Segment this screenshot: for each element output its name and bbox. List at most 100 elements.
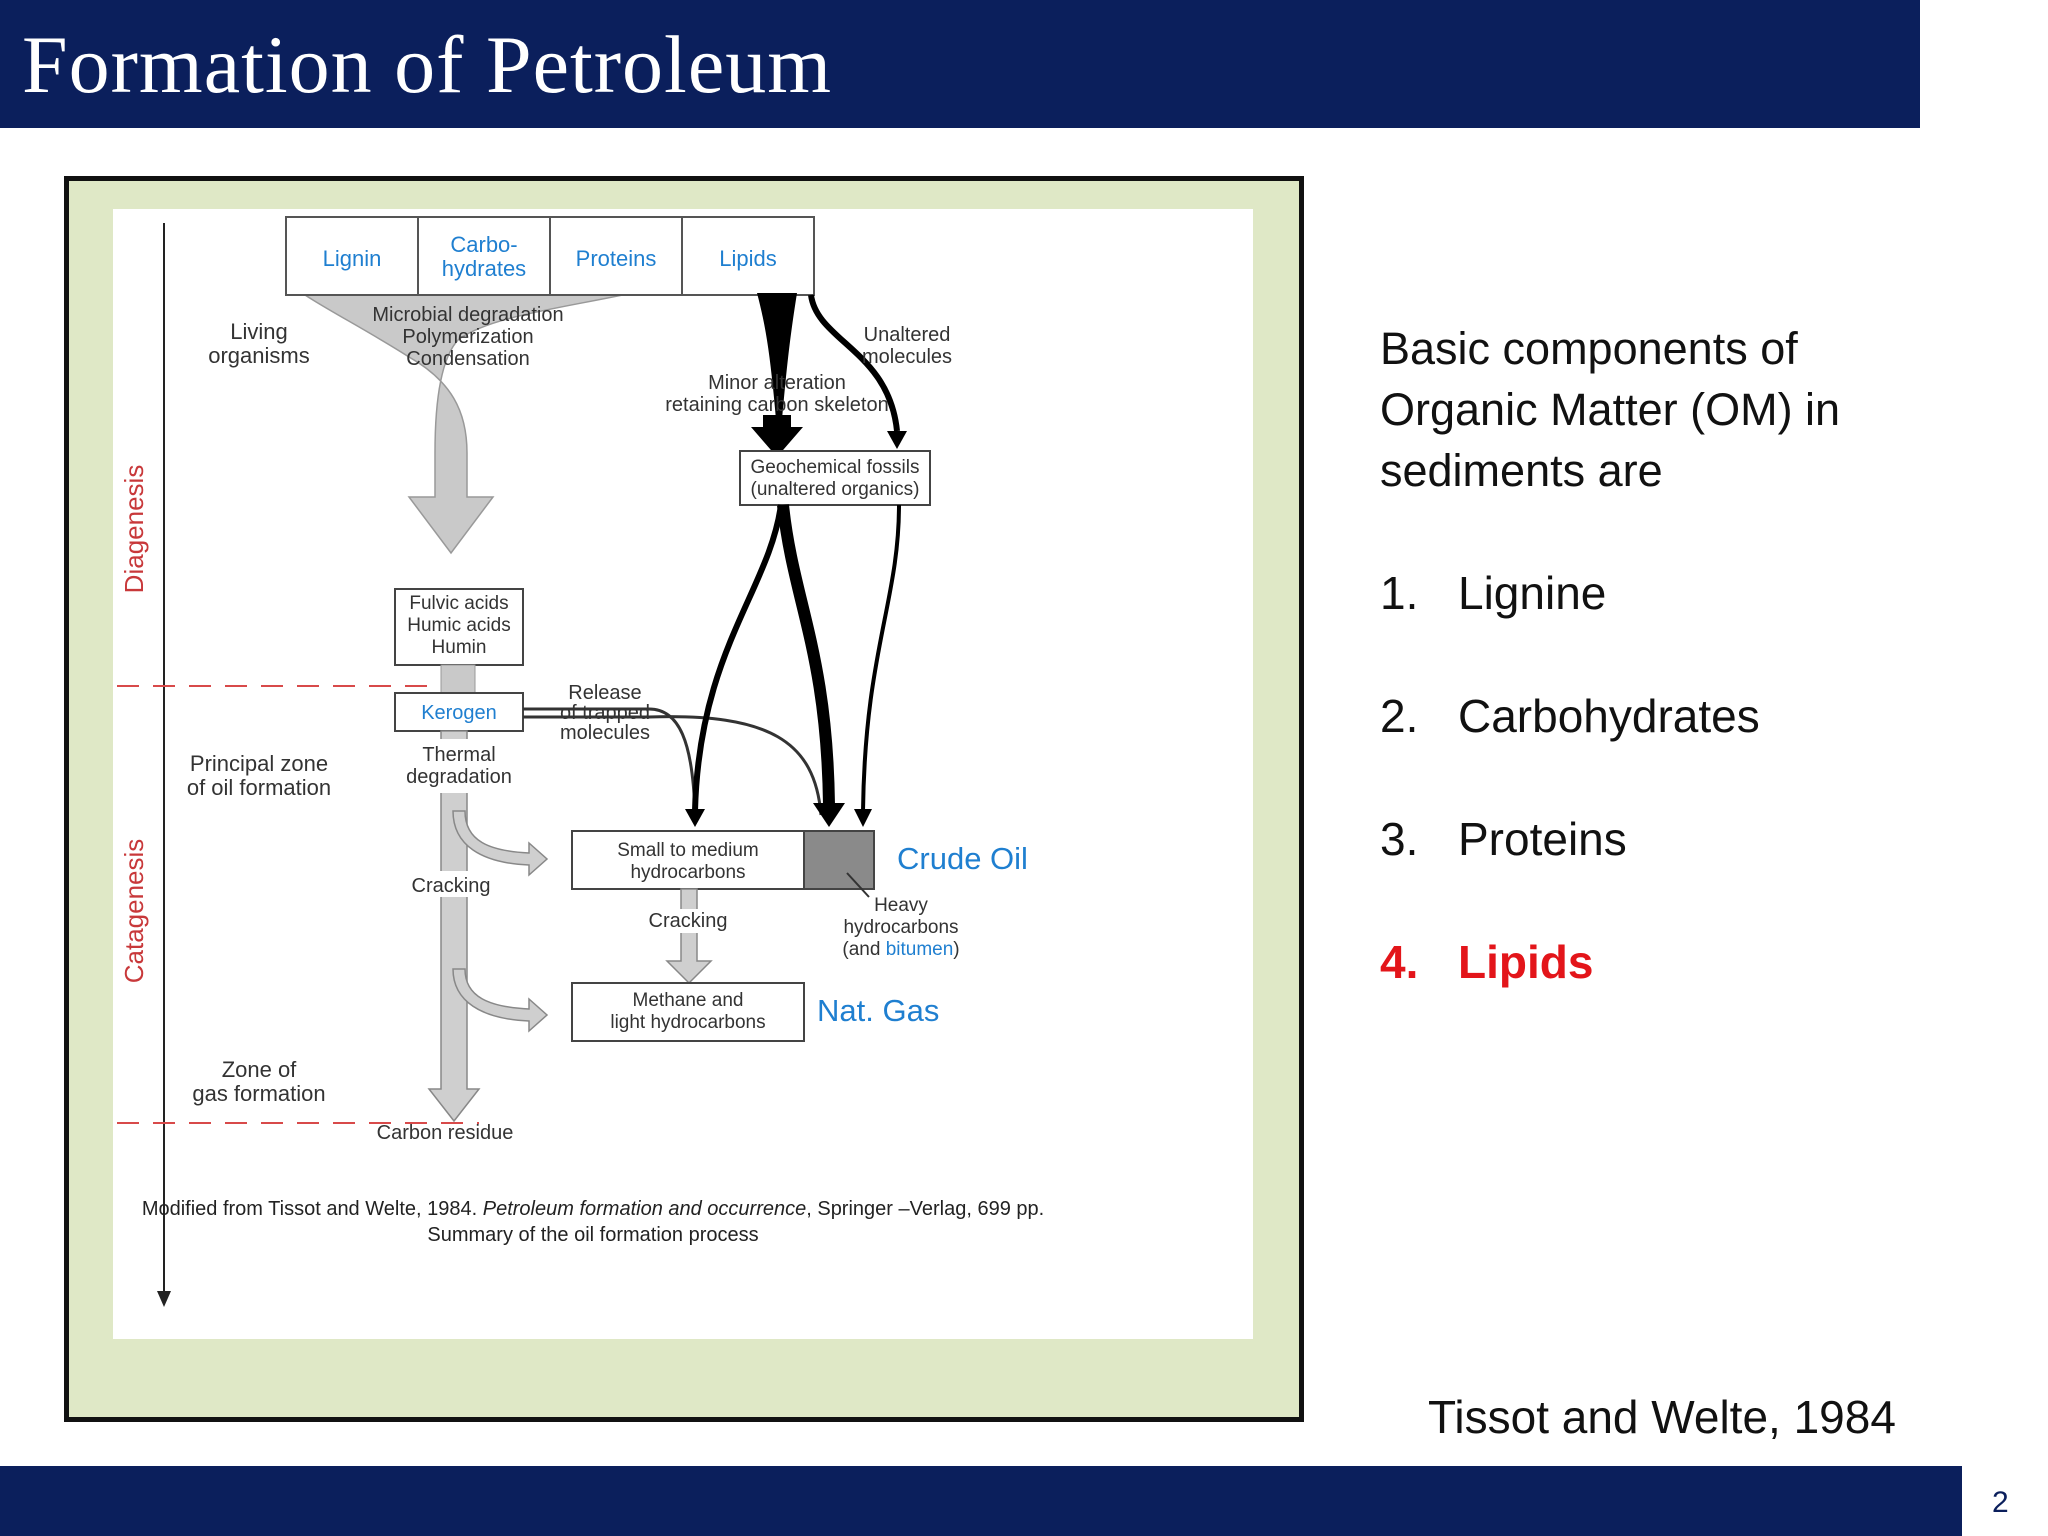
component-number: 1. xyxy=(1380,567,1419,619)
caption-line-2: Summary of the oil formation process xyxy=(427,1224,758,1246)
label-minor-alteration-2: retaining carbon skeleton xyxy=(665,394,888,416)
label-oil-zone-1: Principal zone xyxy=(190,751,328,776)
label-cracking-small: Cracking xyxy=(649,910,728,932)
time-axis-arrowhead xyxy=(157,1291,171,1307)
stage-label-diagenesis: Diagenesis xyxy=(119,465,149,594)
formation-diagram: Diagenesis Catagenesis Living organisms … xyxy=(113,209,1253,1339)
component-proteins: Proteins xyxy=(576,246,657,271)
label-methane-2: light hydrocarbons xyxy=(610,1012,765,1033)
component-number: 3. xyxy=(1380,813,1419,865)
label-humin: Humin xyxy=(432,637,487,658)
component-item-lipids: 4. Lipids xyxy=(1380,934,1920,990)
fossils-to-heavy-hc-curve xyxy=(777,504,835,806)
title-bar: Formation of Petroleum xyxy=(0,0,1920,128)
fossils-to-small-hc-arrowhead xyxy=(685,809,705,827)
cracking-small-label-bg xyxy=(647,909,729,933)
label-minor-alteration-1: Minor alteration xyxy=(708,372,846,394)
unaltered-molecules-arrowhead xyxy=(887,431,907,449)
label-carbon-residue: Carbon residue xyxy=(377,1122,514,1144)
intro-line-1: Basic components of xyxy=(1380,323,1798,374)
label-unaltered-2: molecules xyxy=(862,346,952,368)
label-humic-acids: Humic acids xyxy=(407,615,510,636)
petroleum-formation-figure: Diagenesis Catagenesis Living organisms … xyxy=(64,176,1304,1422)
label-gas-zone-2: gas formation xyxy=(192,1081,325,1106)
label-release-1: Release xyxy=(568,682,641,704)
component-item-carbohydrates: 2. Carbohydrates xyxy=(1380,688,1920,744)
label-unaltered-1: Unaltered xyxy=(864,324,951,346)
component-number: 2. xyxy=(1380,690,1419,742)
component-label: Proteins xyxy=(1458,813,1627,865)
label-crude-oil: Crude Oil xyxy=(897,841,1028,876)
components-list-panel: Basic components of Organic Matter (OM) … xyxy=(1380,318,1920,1057)
label-oil-zone-2: of oil formation xyxy=(187,775,331,800)
box-methane-light-hydrocarbons xyxy=(571,982,805,1042)
caption-line-1-italic: Petroleum formation and occurrence xyxy=(483,1198,807,1220)
intro-line-2: Organic Matter (OM) in xyxy=(1380,384,1841,435)
cracking-small-arrow xyxy=(665,888,713,985)
box-kerogen xyxy=(394,692,524,732)
oil-branch-arrow xyxy=(452,810,549,877)
label-nat-gas: Nat. Gas xyxy=(817,993,939,1028)
gas-branch-arrow xyxy=(452,968,549,1033)
release-curve-2 xyxy=(523,715,823,816)
label-kerogen: Kerogen xyxy=(421,702,497,724)
fossils-to-heavy-hc-arrowhead xyxy=(813,803,845,827)
label-polymerization: Polymerization xyxy=(402,326,533,348)
diagram-background xyxy=(113,209,1253,1339)
component-carbo: Carbo- xyxy=(450,232,517,257)
component-number: 4. xyxy=(1380,936,1419,988)
label-geofossils-2: (unaltered organics) xyxy=(751,479,920,500)
label-thermal-2: degradation xyxy=(406,766,512,788)
component-label: Lipids xyxy=(1458,936,1594,988)
heavy-hc-leader-line xyxy=(846,872,870,898)
label-heavy-3: (and bitumen) xyxy=(842,939,959,960)
label-bitumen: bitumen xyxy=(886,939,954,960)
humic-to-kerogen-column xyxy=(440,664,476,694)
label-condensation: Condensation xyxy=(406,348,529,370)
intro-text: Basic components of Organic Matter (OM) … xyxy=(1380,318,1920,501)
cracking-label-bg xyxy=(409,871,497,897)
box-small-medium-hydrocarbons xyxy=(571,830,805,890)
stage-label-catagenesis: Catagenesis xyxy=(119,839,149,984)
caption-line-1-post: , Springer –Verlag, 699 pp. xyxy=(806,1198,1044,1220)
label-heavy-2: hydrocarbons xyxy=(843,917,958,938)
component-hydrates: hydrates xyxy=(442,256,526,281)
label-small-hc-2: hydrocarbons xyxy=(630,862,745,883)
label-heavy-3-pre: (and xyxy=(842,939,885,960)
label-release-2: of trapped xyxy=(560,702,650,724)
component-lipids: Lipids xyxy=(719,246,776,271)
slide-title: Formation of Petroleum xyxy=(22,19,833,110)
component-item-lignine: 1. Lignine xyxy=(1380,565,1920,621)
minor-alteration-band xyxy=(757,293,797,443)
minor-alteration-arrowhead xyxy=(751,415,803,457)
label-release-3: molecules xyxy=(560,722,650,744)
label-living-2: organisms xyxy=(208,343,309,368)
footer-bar xyxy=(0,1466,1962,1536)
label-living-1: Living xyxy=(230,319,287,344)
component-box-lignin xyxy=(285,216,419,296)
component-box-carbohydrates xyxy=(417,216,551,296)
label-small-hc-1: Small to medium xyxy=(617,840,759,861)
intro-line-3: sediments are xyxy=(1380,445,1663,496)
caption-line-1-pre: Modified from Tissot and Welte, 1984. xyxy=(142,1198,483,1220)
component-box-lipids xyxy=(681,216,815,296)
thermal-label-bg xyxy=(423,739,495,793)
label-methane-1: Methane and xyxy=(633,990,744,1011)
fossils-direct-curve xyxy=(861,504,901,812)
label-fulvic-acids: Fulvic acids xyxy=(409,593,508,614)
box-geochemical-fossils xyxy=(739,450,931,506)
degradation-funnel xyxy=(285,260,750,555)
label-cracking-main: Cracking xyxy=(412,875,491,897)
box-heavy-hydrocarbons xyxy=(803,830,875,890)
citation: Tissot and Welte, 1984 xyxy=(1428,1391,1896,1443)
component-lignin: Lignin xyxy=(323,246,382,271)
unaltered-molecules-curve xyxy=(808,294,900,432)
label-heavy-3-post: ) xyxy=(953,939,959,960)
component-label: Lignine xyxy=(1458,567,1607,619)
fossils-to-small-hc-curve xyxy=(692,504,784,812)
label-microbial-degradation: Microbial degradation xyxy=(372,304,563,326)
label-geofossils-1: Geochemical fossils xyxy=(751,457,920,478)
page-number: 2 xyxy=(1992,1486,2009,1519)
component-label: Carbohydrates xyxy=(1458,690,1760,742)
label-gas-zone-1: Zone of xyxy=(222,1057,297,1082)
